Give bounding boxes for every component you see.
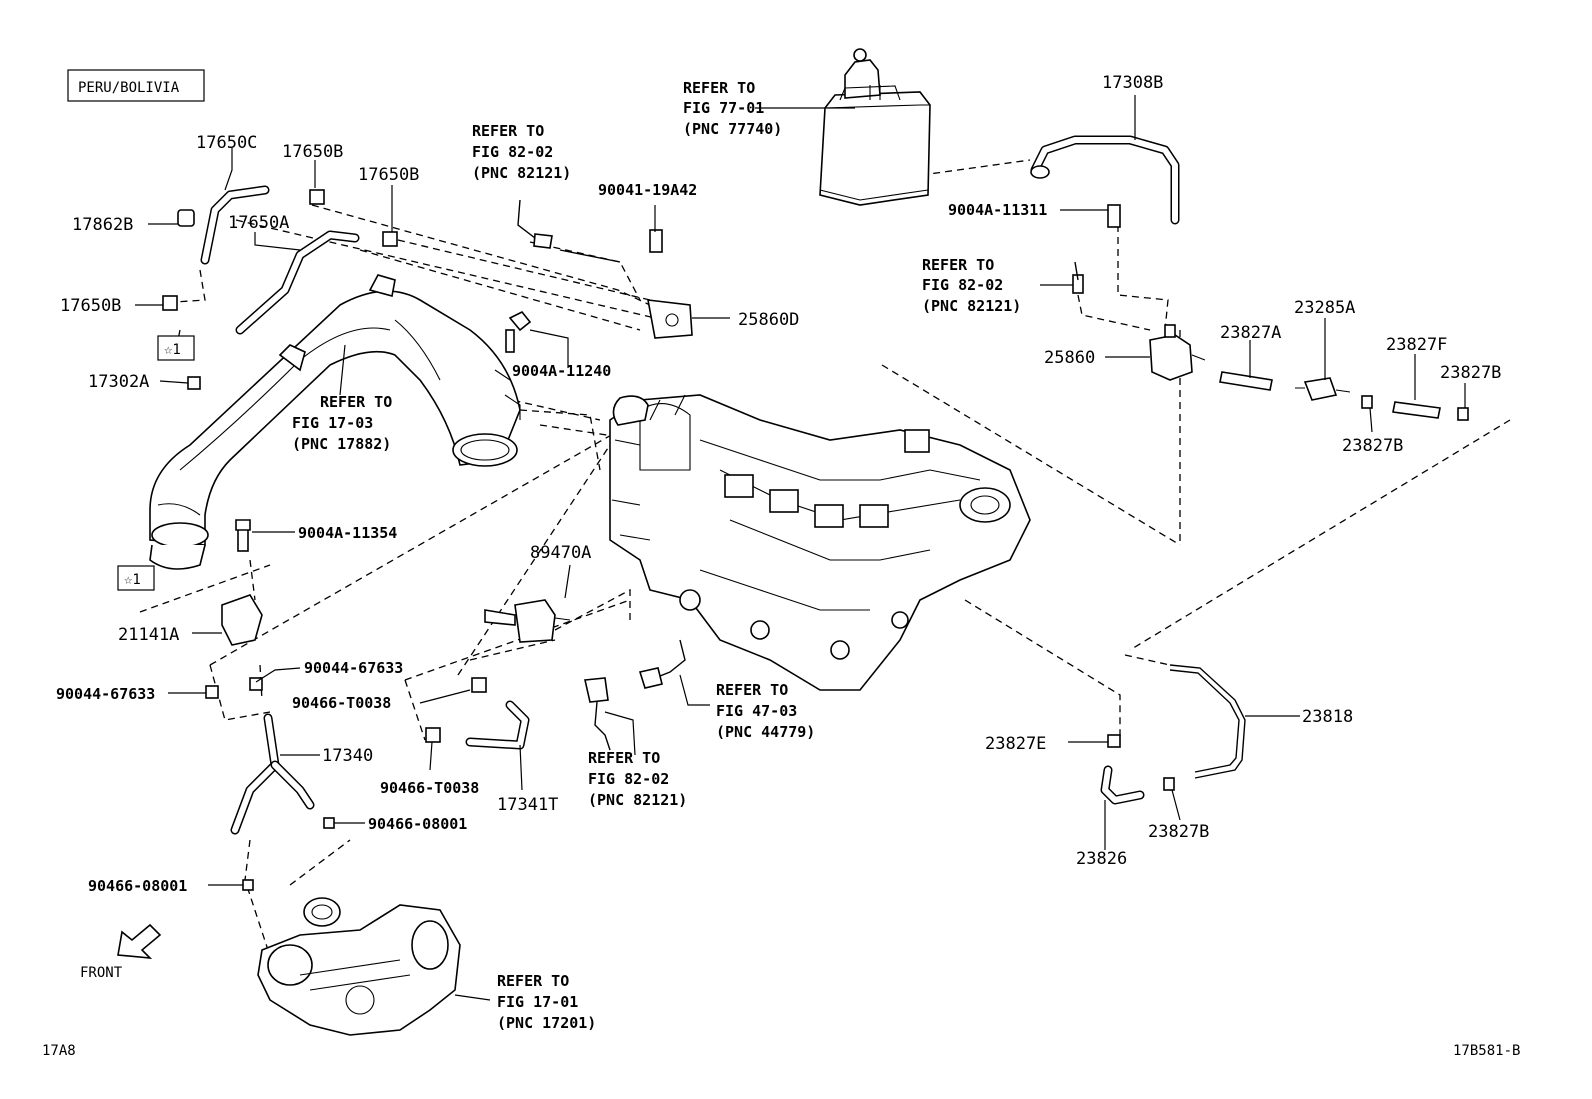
refer-fig-47-03: REFER TO FIG 47-03 (PNC 44779): [716, 681, 815, 741]
star-marker-bottom: ☆1: [117, 565, 155, 591]
hose-23827a: [1219, 371, 1273, 391]
connector-44779: [638, 639, 686, 689]
part-90466-08001: 90466-08001: [368, 815, 467, 833]
figure-code-right: 17B581-B: [1453, 1043, 1520, 1059]
part-23826: 23826: [1076, 849, 1127, 869]
refer-fig-17-01: REFER TO FIG 17-01 (PNC 17201): [497, 972, 596, 1032]
bolt-9004a-11240: [505, 310, 532, 353]
engine-block: [609, 394, 1031, 691]
refer-fig-82-02-top: REFER TO FIG 82-02 (PNC 82121): [472, 122, 571, 182]
part-90466-t0038: 90466-T0038: [380, 779, 479, 797]
star-marker-label: ☆1: [164, 342, 181, 358]
connector-82121-top: [517, 199, 553, 249]
part-17650a: 17650A: [228, 213, 289, 233]
refer-line: REFER TO: [497, 972, 569, 990]
leader-lines: [135, 95, 1466, 1001]
refer-line: (PNC 17882): [292, 435, 391, 453]
pipe-23818: [1169, 664, 1246, 779]
bracket-21141a: [205, 519, 263, 699]
hose-23826: [1100, 765, 1145, 805]
connector-82121-right: [1074, 261, 1079, 281]
refer-fig-17-03: REFER TO FIG 17-03 (PNC 17882): [292, 393, 392, 453]
clips-90466-08001: [242, 817, 335, 891]
part-25860d: 25860D: [738, 310, 799, 330]
connector-82121-bottom: [584, 677, 611, 751]
figure-code-left: 17A8: [42, 1043, 76, 1059]
part-90044-67633: 90044-67633: [56, 685, 155, 703]
star-marker-top: ☆1: [157, 335, 195, 361]
filter-23285a: [1295, 377, 1351, 401]
refer-line: REFER TO: [683, 79, 755, 97]
part-89470a: 89470A: [530, 543, 591, 563]
part-90044-67633: 90044-67633: [304, 659, 403, 677]
refer-line: FIG 47-03: [716, 702, 797, 720]
hose-17341t: [425, 677, 530, 750]
part-9004a-11354: 9004A-11354: [298, 524, 397, 542]
small-clips: [162, 189, 1121, 390]
hose-17340: [230, 713, 315, 835]
part-23827a: 23827A: [1220, 323, 1281, 343]
refer-line: (PNC 77740): [683, 120, 782, 138]
refer-line: (PNC 82121): [922, 297, 1021, 315]
part-9004a-11240: 9004A-11240: [512, 362, 611, 380]
refer-line: FIG 82-02: [588, 770, 669, 788]
refer-line: REFER TO: [472, 122, 544, 140]
refer-fig-77-01: REFER TO FIG 77-01 (PNC 77740): [683, 79, 782, 138]
part-17862b: 17862B: [72, 215, 133, 235]
part-17341t: 17341T: [497, 795, 558, 815]
part-17308b: 17308B: [1102, 73, 1163, 93]
refer-line: (PNC 44779): [716, 723, 815, 741]
part-90466-08001: 90466-08001: [88, 877, 187, 895]
hose-17650c: [200, 185, 270, 265]
intake-pipe: [149, 274, 521, 570]
hose-17650a: [235, 230, 360, 335]
part-17650b: 17650B: [60, 296, 121, 316]
refer-line: REFER TO: [588, 749, 660, 767]
part-90466-t0038: 90466-T0038: [292, 694, 391, 712]
hose-17308b: [1030, 135, 1180, 225]
part-23818: 23818: [1302, 707, 1353, 727]
region-label: PERU/BOLIVIA: [78, 80, 180, 96]
part-23827f: 23827F: [1386, 335, 1447, 355]
hose-23827f: [1392, 401, 1441, 419]
charcoal-canister: [819, 48, 931, 206]
part-23827e: 23827E: [985, 734, 1046, 754]
star-marker-label: ☆1: [124, 572, 141, 588]
refer-line: FIG 17-03: [292, 414, 373, 432]
part-17302a: 17302A: [88, 372, 149, 392]
part-25860: 25860: [1044, 348, 1095, 368]
refer-fig-82-02-right: REFER TO FIG 82-02 (PNC 82121): [922, 256, 1021, 315]
refer-line: (PNC 82121): [472, 164, 571, 182]
part-17650b: 17650B: [282, 142, 343, 162]
part-17340: 17340: [322, 746, 373, 766]
part-23827b: 23827B: [1440, 363, 1501, 383]
refer-line: FIG 82-02: [922, 276, 1003, 294]
part-23827b: 23827B: [1342, 436, 1403, 456]
region-label-box: PERU/BOLIVIA: [67, 69, 205, 102]
sensor-89470a: [484, 599, 571, 643]
clips-23827b: [1107, 395, 1469, 791]
refer-fig-82-02-bottom: REFER TO FIG 82-02 (PNC 82121): [588, 749, 687, 809]
vsv-25860: [1149, 324, 1206, 381]
refer-line: FIG 82-02: [472, 143, 553, 161]
refer-line: FIG 77-01: [683, 99, 764, 117]
part-17650b: 17650B: [358, 165, 419, 185]
part-9004a-11311: 9004A-11311: [948, 201, 1047, 219]
refer-line: (PNC 17201): [497, 1014, 596, 1032]
refer-line: REFER TO: [716, 681, 788, 699]
refer-line: REFER TO: [922, 256, 994, 274]
vsv-25860d: [559, 249, 693, 339]
part-23827b: 23827B: [1148, 822, 1209, 842]
part-90041-19a42: 90041-19A42: [598, 181, 697, 199]
front-arrow-icon: [117, 923, 162, 960]
turbocharger: [257, 897, 461, 1036]
part-21141a: 21141A: [118, 625, 179, 645]
front-label: FRONT: [80, 965, 123, 981]
refer-line: REFER TO: [320, 393, 392, 411]
refer-line: FIG 17-01: [497, 993, 578, 1011]
refer-line: (PNC 82121): [588, 791, 687, 809]
part-17650c: 17650C: [196, 133, 257, 153]
part-23285a: 23285A: [1294, 298, 1355, 318]
